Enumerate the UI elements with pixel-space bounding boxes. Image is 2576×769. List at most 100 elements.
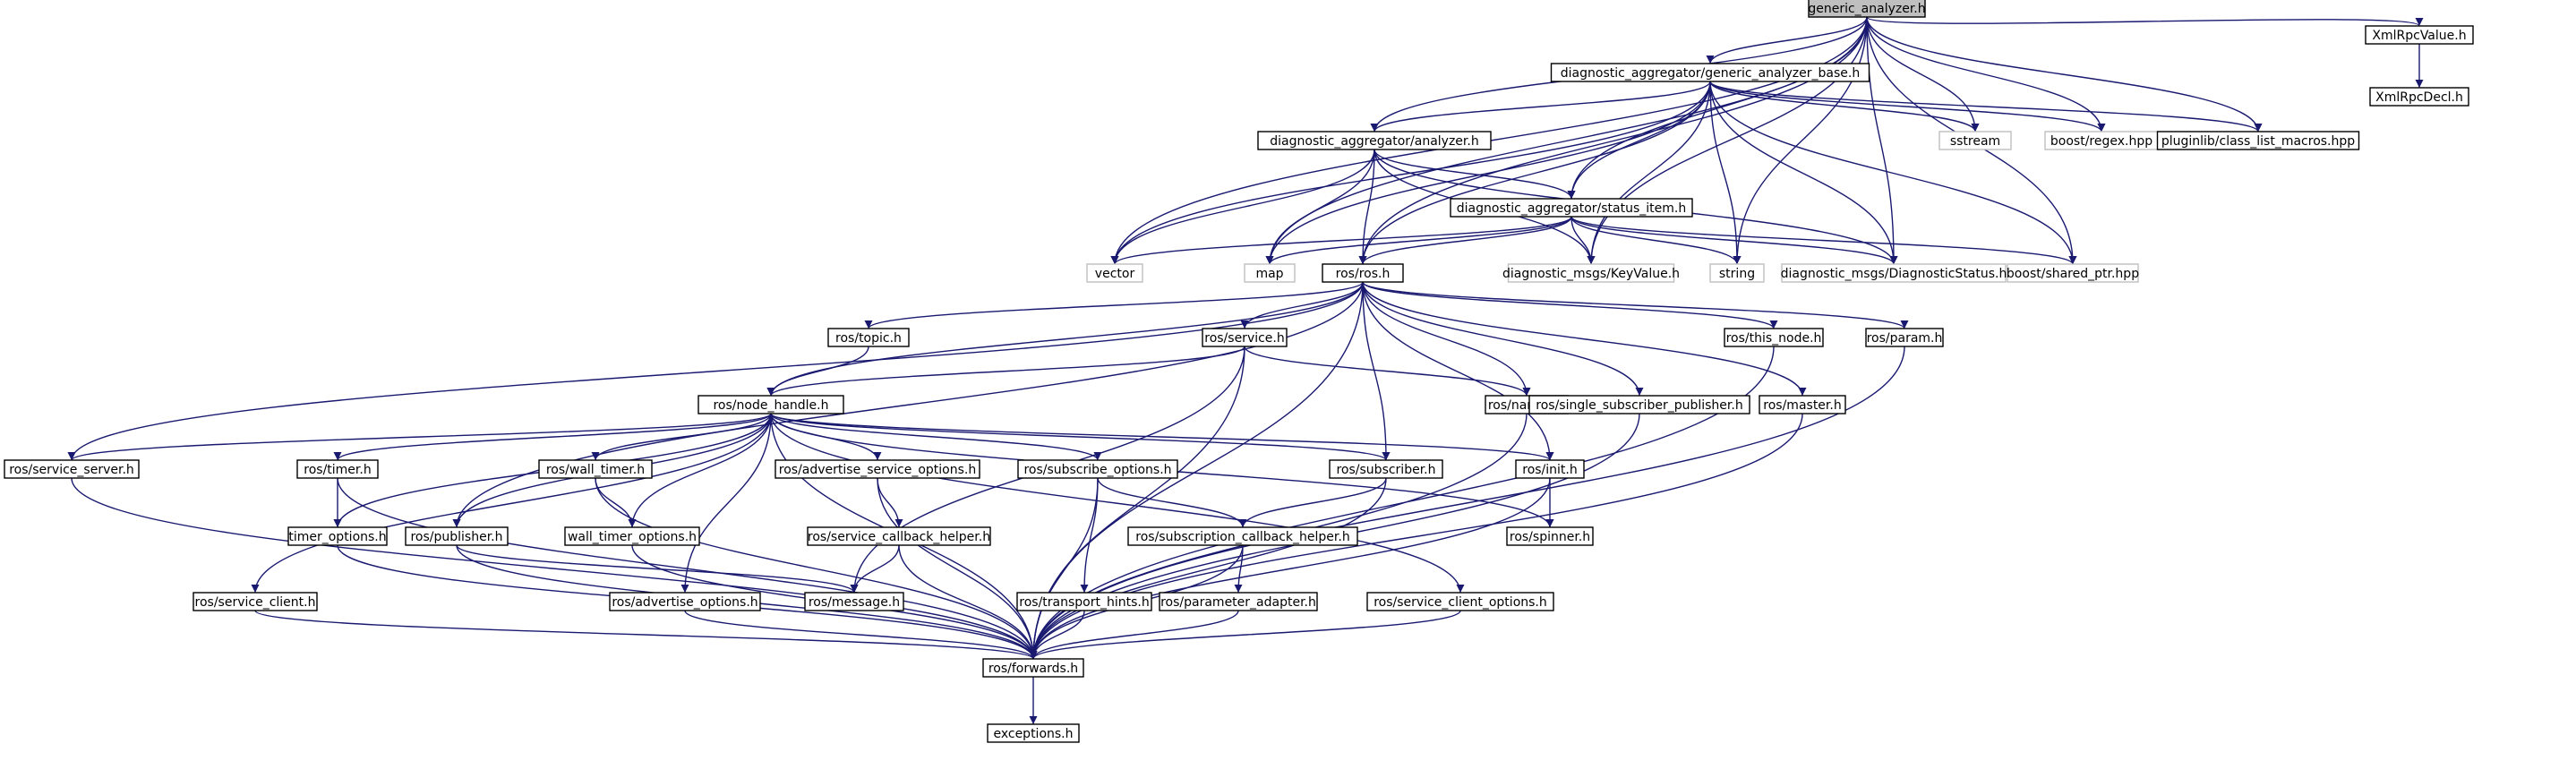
edge-generic-analyzer-base-h-to-class-list-macros [1709, 81, 2263, 132]
graph-node-node-handle-h[interactable]: ros/node_handle.h [697, 395, 844, 414]
graph-node-exceptions-h[interactable]: exceptions.h [987, 723, 1080, 743]
node-label: ros/service.h [1204, 331, 1285, 346]
node-box [1016, 592, 1152, 611]
graph-node-wall-timer-opts-h[interactable]: wall_timer_options.h [564, 526, 700, 546]
edge-generic-analyzer-base-h-to-shared-ptr [1709, 81, 2077, 265]
edge-generic-analyzer-base-h-to-keyvalue-h [1587, 81, 1711, 265]
edge-generic-analyzer-h-to-diagnosticstatus-h [1866, 16, 1898, 265]
edge-service-client-h-to-forwards-h [254, 610, 1038, 660]
node-box [1244, 263, 1296, 283]
edge-publisher-h-to-message-h [456, 544, 859, 594]
node-label: ros/init.h [1522, 463, 1578, 477]
graph-node-xmlrpcvalue-h[interactable]: XmlRpcValue.h [2365, 25, 2474, 45]
node-label: ros/node_handle.h [713, 398, 828, 413]
edge-node-handle-h-to-service-client-h [251, 413, 772, 594]
node-label: ros/publisher.h [410, 530, 502, 544]
graph-node-xmlrpcdecl-h[interactable]: XmlRpcDecl.h [2369, 87, 2469, 107]
edge-generic-analyzer-base-h-to-vector [1110, 81, 1711, 265]
edge-ros-h-to-service-server-h [67, 281, 1364, 461]
node-box [1322, 263, 1404, 283]
graph-node-status-item-h[interactable]: diagnostic_aggregator/status_item.h [1450, 198, 1693, 218]
graph-node-wall-timer-h[interactable]: ros/wall_timer.h [538, 459, 653, 479]
node-label: boost/shared_ptr.hpp [2007, 267, 2139, 281]
node-box [1550, 63, 1870, 82]
graph-node-analyzer-h[interactable]: diagnostic_aggregator/analyzer.h [1257, 131, 1492, 150]
graph-node-shared-ptr[interactable]: boost/shared_ptr.hpp [2007, 263, 2139, 283]
graph-node-generic-analyzer-base-h[interactable]: diagnostic_aggregator/generic_analyzer_b… [1550, 63, 1870, 82]
graph-node-adv-opts-h[interactable]: ros/advertise_options.h [609, 592, 761, 611]
edge-node-handle-h-to-wall-timer-h [591, 413, 772, 461]
edge-status-item-h-to-string [1570, 216, 1742, 265]
node-label: wall_timer_options.h [568, 530, 697, 544]
graph-node-subscriber-h[interactable]: ros/subscriber.h [1329, 459, 1443, 479]
node-box [1127, 526, 1358, 546]
node-label: ros/transport_hints.h [1019, 595, 1149, 610]
edge-generic-analyzer-base-h-to-boost-regex [1709, 81, 2106, 132]
node-box [1865, 328, 1944, 347]
graph-node-this-node-h[interactable]: ros/this_node.h [1724, 328, 1824, 347]
graph-node-single-sub-pub-h[interactable]: ros/single_subscriber_publisher.h [1528, 395, 1750, 414]
graph-node-message-h[interactable]: ros/message.h [804, 592, 904, 611]
graph-node-service-server-h[interactable]: ros/service_server.h [4, 459, 140, 479]
graph-node-sstream[interactable]: sstream [1938, 131, 2012, 150]
graph-node-forwards-h[interactable]: ros/forwards.h [982, 658, 1084, 678]
edge-param-h-to-forwards-h [1029, 346, 1905, 660]
node-box [4, 459, 140, 479]
graph-node-keyvalue-h[interactable]: diagnostic_msgs/KeyValue.h [1502, 263, 1680, 283]
graph-node-init-h[interactable]: ros/init.h [1515, 459, 1585, 479]
edge-generic-analyzer-h-to-keyvalue-h [1587, 16, 1868, 265]
node-box [807, 526, 991, 546]
node-box [1507, 263, 1675, 283]
graph-node-timer-opts-h[interactable]: timer_options.h [287, 526, 388, 546]
node-box [1709, 263, 1765, 283]
graph-node-service-client-h[interactable]: ros/service_client.h [193, 592, 318, 611]
graph-node-map[interactable]: map [1244, 263, 1296, 283]
graph-node-topic-h[interactable]: ros/topic.h [827, 328, 910, 347]
node-label: ros/timer.h [304, 463, 371, 477]
graph-node-service-h[interactable]: ros/service.h [1202, 328, 1288, 347]
graph-node-adv-service-opts-h[interactable]: ros/advertise_service_options.h [775, 459, 980, 479]
graph-node-ros-h[interactable]: ros/ros.h [1322, 263, 1404, 283]
node-box [2365, 25, 2474, 45]
graph-node-spinner-h[interactable]: ros/spinner.h [1506, 526, 1594, 546]
graph-node-vector[interactable]: vector [1086, 263, 1143, 283]
graph-node-class-list-macros[interactable]: pluginlib/class_list_macros.hpp [2156, 131, 2360, 150]
graph-node-sub-cb-helper-h[interactable]: ros/subscription_callback_helper.h [1127, 526, 1358, 546]
edge-generic-analyzer-base-h-to-diagnosticstatus-h [1709, 81, 1898, 265]
graph-node-transport-hints-h[interactable]: ros/transport_hints.h [1016, 592, 1152, 611]
node-label: diagnostic_msgs/DiagnosticStatus.h [1781, 267, 2007, 281]
node-label: ros/master.h [1763, 398, 1841, 413]
node-label: diagnostic_msgs/KeyValue.h [1502, 267, 1680, 281]
edge-status-item-h-to-diagnosticstatus-h [1570, 216, 1898, 265]
edge-service-cb-helper-h-to-message-h [850, 544, 900, 594]
edge-ros-h-to-this-node-h [1362, 281, 1778, 329]
edge-generic-analyzer-h-to-class-list-macros [1866, 16, 2263, 132]
graph-node-generic-analyzer-h[interactable]: generic_analyzer.h [1808, 0, 1926, 18]
graph-node-service-client-opts-h[interactable]: ros/service_client_options.h [1366, 592, 1554, 611]
edge-ros-h-to-service-h [1240, 281, 1364, 329]
graph-node-boost-regex[interactable]: boost/regex.hpp [2044, 131, 2159, 150]
graph-node-parameter-adapter-h[interactable]: ros/parameter_adapter.h [1159, 592, 1318, 611]
graph-node-service-cb-helper-h[interactable]: ros/service_callback_helper.h [807, 526, 991, 546]
graph-node-subscribe-opts-h[interactable]: ros/subscribe_options.h [1017, 459, 1178, 479]
edge-generic-analyzer-h-to-status-item-h [1567, 16, 1868, 200]
node-label: XmlRpcValue.h [2372, 29, 2466, 43]
node-label: ros/service_client.h [195, 595, 316, 610]
graph-node-master-h[interactable]: ros/master.h [1759, 395, 1846, 414]
edge-node-handle-h-to-init-h [770, 413, 1554, 461]
edge-ros-h-to-param-h [1362, 281, 1909, 329]
node-label: sstream [1950, 134, 2000, 149]
edge-node-handle-h-to-wall-timer-opts-h [628, 413, 772, 528]
node-label: map [1255, 267, 1283, 281]
node-label: ros/this_node.h [1726, 331, 1822, 346]
graph-node-publisher-h[interactable]: ros/publisher.h [405, 526, 509, 546]
graph-node-diagnosticstatus-h[interactable]: diagnostic_msgs/DiagnosticStatus.h [1781, 263, 2007, 283]
graph-node-string[interactable]: string [1709, 263, 1765, 283]
graph-node-timer-h[interactable]: ros/timer.h [296, 459, 379, 479]
edge-ros-h-to-subscriber-h [1362, 281, 1391, 461]
graph-node-param-h[interactable]: ros/param.h [1865, 328, 1944, 347]
node-box [697, 395, 844, 414]
edge-ros-h-to-publisher-h [452, 281, 1364, 528]
edge-status-item-h-to-vector [1110, 216, 1572, 265]
